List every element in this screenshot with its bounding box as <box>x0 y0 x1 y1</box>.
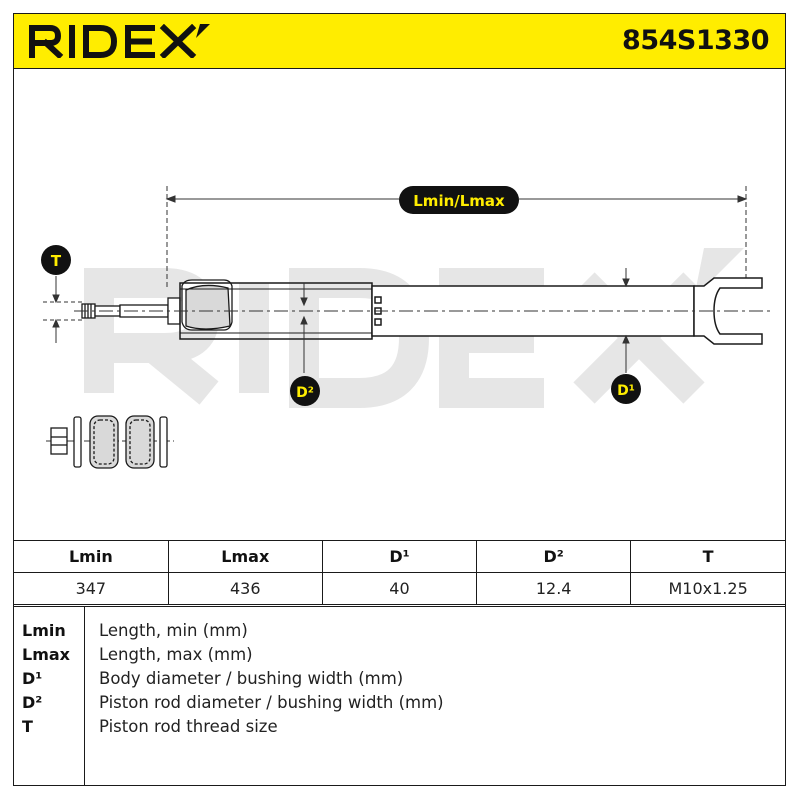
length-label-badge: Lmin/Lmax <box>399 186 519 214</box>
body-diameter-dimension <box>622 268 630 373</box>
legend-key: D² <box>22 693 43 712</box>
mounting-kit <box>46 415 174 469</box>
legend-description: Piston rod thread size <box>99 717 278 736</box>
legend-description: Piston rod diameter / bushing width (mm) <box>99 693 444 712</box>
value-cell: 347 <box>14 572 169 605</box>
ridex-logo <box>29 24 210 58</box>
thread-dimension <box>43 276 82 343</box>
product-sheet: 854S1330 Lmin/Lmax <box>13 13 786 786</box>
thread-label-badge: T <box>41 245 71 275</box>
eye-mount <box>693 277 763 345</box>
legend: Lmin Length, min (mm) Lmax Length, max (… <box>14 606 785 786</box>
part-number: 854S1330 <box>622 25 769 56</box>
rod-diameter-label-badge: D² <box>290 376 320 406</box>
length-dimension <box>165 186 748 288</box>
body-diameter-label: D¹ <box>617 383 635 399</box>
rod-diameter-label: D² <box>296 385 314 401</box>
washer <box>159 416 168 468</box>
header-bar: 854S1330 <box>14 14 785 69</box>
nut <box>50 427 68 455</box>
legend-divider <box>84 607 86 786</box>
value-cell: 436 <box>167 572 323 605</box>
legend-key: Lmax <box>22 645 70 664</box>
legend-item: D² Piston rod diameter / bushing width (… <box>14 691 785 715</box>
spec-table-row: 347 436 40 12.4 M10x1.25 <box>14 572 785 605</box>
legend-key: T <box>22 717 33 736</box>
legend-description: Length, max (mm) <box>99 645 253 664</box>
rod-diameter-dimension <box>300 283 308 373</box>
body-diameter-label-badge: D¹ <box>611 374 641 404</box>
spec-table-header: Lmin Lmax D¹ D² T <box>14 540 785 573</box>
header-cell: D² <box>476 540 632 573</box>
upper-bushing <box>181 279 233 331</box>
spec-table: Lmin Lmax D¹ D² T 347 436 40 12.4 M10x1.… <box>14 540 785 605</box>
washer <box>73 416 82 468</box>
header-cell: D¹ <box>321 540 478 573</box>
header-cell: T <box>630 540 785 573</box>
legend-key: D¹ <box>22 669 43 688</box>
rubber-bushing <box>89 415 119 469</box>
thread-label: T <box>51 252 62 270</box>
legend-item: D¹ Body diameter / bushing width (mm) <box>14 667 785 691</box>
legend-key: Lmin <box>22 621 66 640</box>
header-cell: Lmin <box>14 540 169 573</box>
legend-description: Body diameter / bushing width (mm) <box>99 669 404 688</box>
value-cell: 12.4 <box>476 572 632 605</box>
rubber-bushing <box>125 415 155 469</box>
value-cell: 40 <box>321 572 478 605</box>
legend-item: Lmin Length, min (mm) <box>14 619 785 643</box>
header-cell: Lmax <box>167 540 323 573</box>
length-label: Lmin/Lmax <box>413 192 505 210</box>
value-cell: M10x1.25 <box>630 572 785 605</box>
shock-absorber-drawing: Lmin/Lmax T <box>41 186 774 469</box>
legend-description: Length, min (mm) <box>99 621 248 640</box>
legend-item: T Piston rod thread size <box>14 715 785 739</box>
legend-item: Lmax Length, max (mm) <box>14 643 785 667</box>
